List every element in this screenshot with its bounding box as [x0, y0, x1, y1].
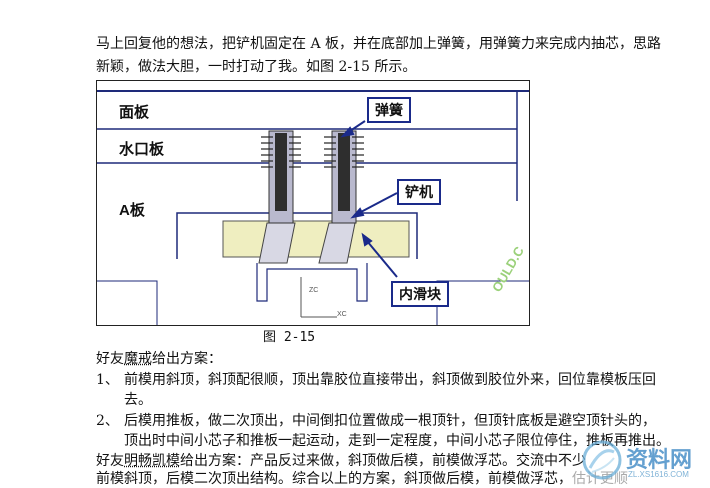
friend-1-suffix: 给出方案：: [152, 351, 222, 367]
inner-slider-block: [223, 221, 409, 257]
label-a-plate: A板: [119, 199, 145, 220]
friend-2-name: 明畅凯模: [124, 453, 180, 469]
callout-inner-slider: 内滑块: [391, 281, 449, 307]
callout-shovel: 铲机: [397, 179, 441, 205]
friend-2-line-2-text: 前模斜顶，后模二次顶出结构。综合以上的方案，斜顶做后模，前模做浮芯，: [96, 471, 572, 487]
intro-line-1: 马上回复他的想法，把铲机固定在 A 板，并在底部加上弹簧，用弹簧力来完成内抽芯，…: [96, 35, 661, 53]
product-outline: [257, 263, 367, 301]
friend-2-line-2: 前模斜顶，后模二次顶出结构。综合以上的方案，斜顶做后模，前模做浮芯，估计更顺: [96, 470, 628, 488]
item-2-line-1: 后模用推板，做二次顶出，中间倒扣位置做成一根顶针，但顶针底板是避空顶针头的，: [124, 412, 656, 430]
figure-caption: 图 2-15: [263, 326, 315, 345]
label-runner-plate: 水口板: [119, 138, 164, 159]
item-2-number: 2、: [96, 412, 119, 430]
item-1-number: 1、: [96, 371, 119, 389]
friend-2-prefix: 好友: [96, 453, 124, 469]
bolt-left: [275, 133, 287, 211]
friend-2-line-1: 好友明畅凯模给出方案：产品反过来做，斜顶做后模，前模做浮芯。交流中不少: [96, 452, 586, 470]
intro-line-2: 新颖，做法大胆，一时打动了我。如图 2-15 所示。: [96, 58, 416, 76]
item-1-line-2: 去。: [124, 391, 152, 409]
callout-spring: 弹簧: [367, 97, 411, 123]
site-watermark: 资料网 ZL.XS1616.COM: [580, 438, 710, 486]
friend-1-name: 魔戒: [124, 351, 152, 367]
friend-2-rest: 给出方案：产品反过来做，斜顶做后模，前模做浮芯。交流中不少: [180, 453, 586, 469]
friend-1-line: 好友魔戒给出方案：: [96, 350, 222, 368]
friend-1-prefix: 好友: [96, 351, 124, 367]
watermark-logo-icon: [580, 438, 624, 482]
figure-2-15: 面板 水口板 A板 弹簧 铲机 内滑块 ZC XC OULD.C: [96, 80, 530, 326]
axis-zc-label: ZC: [309, 287, 318, 294]
item-1-line-1: 前模用斜顶，斜顶配很顺，顶出靠胶位直接带出，斜顶做到胶位外来，回位靠模板压回: [124, 371, 656, 389]
watermark-site-url: ZL.XS1616.COM: [628, 470, 689, 479]
bolt-right: [338, 133, 350, 211]
axis-xc-label: XC: [337, 311, 347, 318]
label-panel: 面板: [119, 101, 149, 122]
